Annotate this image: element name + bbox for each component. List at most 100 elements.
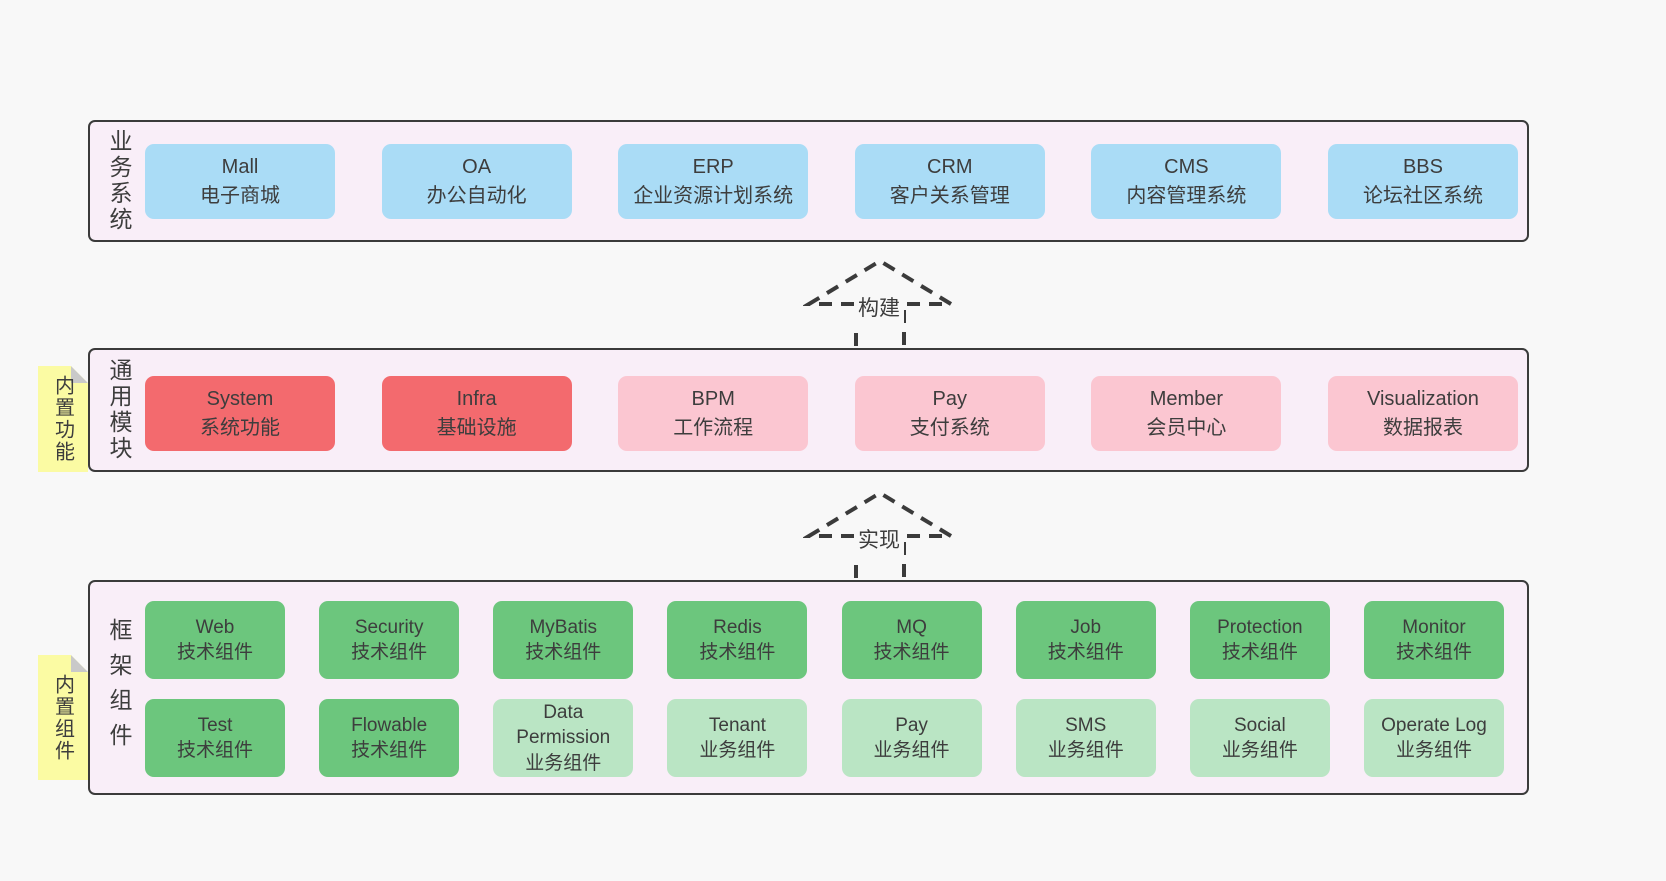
diagram-box-infra: Infra 基础设施 bbox=[381, 376, 572, 451]
diagram-box-crm: CRM 客户关系管理 bbox=[854, 144, 1045, 219]
box-subtitle: 技术组件 bbox=[176, 642, 253, 663]
box-subtitle: 业务组件 bbox=[1395, 740, 1472, 761]
diagram-box-data-permission: Data Permission 业务组件 bbox=[493, 699, 634, 777]
box-subtitle: 业务组件 bbox=[873, 740, 950, 761]
box-subtitle: 工作流程 bbox=[673, 416, 754, 439]
box-subtitle: 业务组件 bbox=[1047, 740, 1124, 761]
section-common-modules: 通用模块 System 系统功能 Infra 基础设施 BPM 工作流程 Pay 支付系统 Me… bbox=[88, 348, 1529, 472]
diagram-box-mq: MQ 技术组件 bbox=[841, 601, 982, 679]
box-subtitle: 办公自动化 bbox=[426, 184, 527, 207]
box-title: Infra bbox=[456, 387, 497, 410]
arrow-implement: 实现 bbox=[803, 488, 957, 578]
diagram-box-system: System 系统功能 bbox=[145, 376, 335, 451]
diagram-box-web: Web 技术组件 bbox=[145, 601, 285, 679]
box-subtitle: 会员中心 bbox=[1146, 416, 1227, 439]
box-title: Pay bbox=[895, 714, 928, 736]
box-subtitle: 技术组件 bbox=[176, 740, 253, 761]
box-subtitle: 技术组件 bbox=[351, 642, 428, 663]
sticky-note-builtin-features: 内置功能 bbox=[38, 366, 88, 472]
box-title: Member bbox=[1149, 387, 1224, 410]
box-subtitle: 技术组件 bbox=[873, 642, 950, 663]
diagram-box-pay: Pay 支付系统 bbox=[854, 376, 1045, 451]
box-title: Redis bbox=[713, 616, 762, 638]
box-title: SMS bbox=[1065, 714, 1107, 736]
sticky-builtin-components-label: 内置组件 bbox=[51, 673, 74, 762]
diagram-box-mall: Mall 电子商城 bbox=[145, 144, 335, 219]
diagram-box-mybatis: MyBatis 技术组件 bbox=[493, 601, 634, 679]
diagram-box-bbs: BBS 论坛社区系统 bbox=[1327, 144, 1518, 219]
box-title: Job bbox=[1070, 616, 1102, 638]
box-subtitle: 论坛社区系统 bbox=[1362, 184, 1483, 207]
box-title: Operate Log bbox=[1381, 714, 1487, 736]
box-subtitle: 业务组件 bbox=[699, 740, 776, 761]
arrow-build: 构建 bbox=[803, 256, 957, 346]
box-subtitle: 技术组件 bbox=[699, 642, 776, 663]
diagram-box-oa: OA 办公自动化 bbox=[381, 144, 572, 219]
box-subtitle: 技术组件 bbox=[525, 642, 602, 663]
box-title: Security bbox=[354, 616, 424, 638]
box-title: CRM bbox=[927, 155, 973, 178]
box-title: System bbox=[206, 387, 274, 410]
box-title: Mall bbox=[221, 155, 259, 178]
box-subtitle: 企业资源计划系统 bbox=[633, 184, 794, 207]
diagram-box-test: Test 技术组件 bbox=[145, 699, 285, 777]
box-title: Flowable bbox=[351, 714, 428, 736]
box-title: Test bbox=[197, 714, 233, 736]
box-title: MyBatis bbox=[529, 616, 598, 638]
box-subtitle: 内容管理系统 bbox=[1126, 184, 1247, 207]
section-label-framework-components: 框架组件 bbox=[106, 617, 132, 758]
box-subtitle: 电子商城 bbox=[200, 184, 280, 207]
diagram-box-erp: ERP 企业资源计划系统 bbox=[618, 144, 809, 219]
box-title: ERP bbox=[692, 155, 734, 178]
box-title: Web bbox=[195, 616, 235, 638]
diagram-box-bpm: BPM 工作流程 bbox=[618, 376, 809, 451]
box-subtitle: 技术组件 bbox=[1047, 642, 1124, 663]
business-systems-row: Mall 电子商城 OA 办公自动化 ERP 企业资源计划系统 CRM 客户关系管理 CMS 内容… bbox=[145, 144, 1518, 219]
box-subtitle: 技术组件 bbox=[351, 740, 428, 761]
diagram-box-job: Job 技术组件 bbox=[1015, 601, 1156, 679]
diagram-box-flowable: Flowable 技术组件 bbox=[319, 699, 460, 777]
box-title: CMS bbox=[1164, 155, 1209, 178]
section-label-common-modules: 通用模块 bbox=[106, 358, 132, 462]
box-subtitle: 业务组件 bbox=[525, 752, 602, 774]
diagram-box-sms: SMS 业务组件 bbox=[1015, 699, 1156, 777]
box-title: BBS bbox=[1402, 155, 1443, 178]
arrow-build-label: 构建 bbox=[854, 289, 904, 325]
diagram-box-tenant: Tenant 业务组件 bbox=[667, 699, 808, 777]
section-business-systems: 业务系统 Mall 电子商城 OA 办公自动化 ERP 企业资源计划系统 CRM 客户关系管理… bbox=[88, 120, 1529, 242]
sticky-builtin-features-label: 内置功能 bbox=[51, 375, 74, 463]
diagram-box-monitor: Monitor 技术组件 bbox=[1363, 601, 1504, 679]
box-title: OA bbox=[462, 155, 492, 178]
box-subtitle: 基础设施 bbox=[436, 416, 517, 439]
section-label-business-systems: 业务系统 bbox=[106, 129, 132, 233]
box-title: BPM bbox=[691, 387, 735, 410]
sticky-note-builtin-components: 内置组件 bbox=[38, 655, 88, 780]
box-subtitle: 客户关系管理 bbox=[889, 184, 1010, 207]
arrow-implement-label: 实现 bbox=[854, 521, 904, 557]
diagram-box-security: Security 技术组件 bbox=[319, 601, 460, 679]
box-subtitle: 系统功能 bbox=[200, 416, 280, 439]
box-title: Monitor bbox=[1402, 616, 1466, 638]
box-title: MQ bbox=[896, 616, 927, 638]
box-subtitle: 数据报表 bbox=[1382, 416, 1463, 439]
box-subtitle: 业务组件 bbox=[1221, 740, 1298, 761]
diagram-box-member: Member 会员中心 bbox=[1091, 376, 1282, 451]
diagram-box-operate-log: Operate Log 业务组件 bbox=[1363, 699, 1504, 777]
box-subtitle: 技术组件 bbox=[1395, 642, 1472, 663]
box-title: Data Permission bbox=[516, 702, 611, 749]
diagram-box-cms: CMS 内容管理系统 bbox=[1091, 144, 1282, 219]
common-modules-row: System 系统功能 Infra 基础设施 BPM 工作流程 Pay 支付系统 Member 会… bbox=[145, 376, 1518, 451]
box-subtitle: 支付系统 bbox=[909, 416, 990, 439]
box-title: Visualization bbox=[1367, 387, 1479, 410]
box-title: Pay bbox=[932, 387, 968, 410]
diagram-box-visualization: Visualization 数据报表 bbox=[1327, 376, 1518, 451]
box-title: Tenant bbox=[708, 714, 766, 736]
diagram-box-redis: Redis 技术组件 bbox=[667, 601, 808, 679]
box-subtitle: 技术组件 bbox=[1221, 642, 1298, 663]
